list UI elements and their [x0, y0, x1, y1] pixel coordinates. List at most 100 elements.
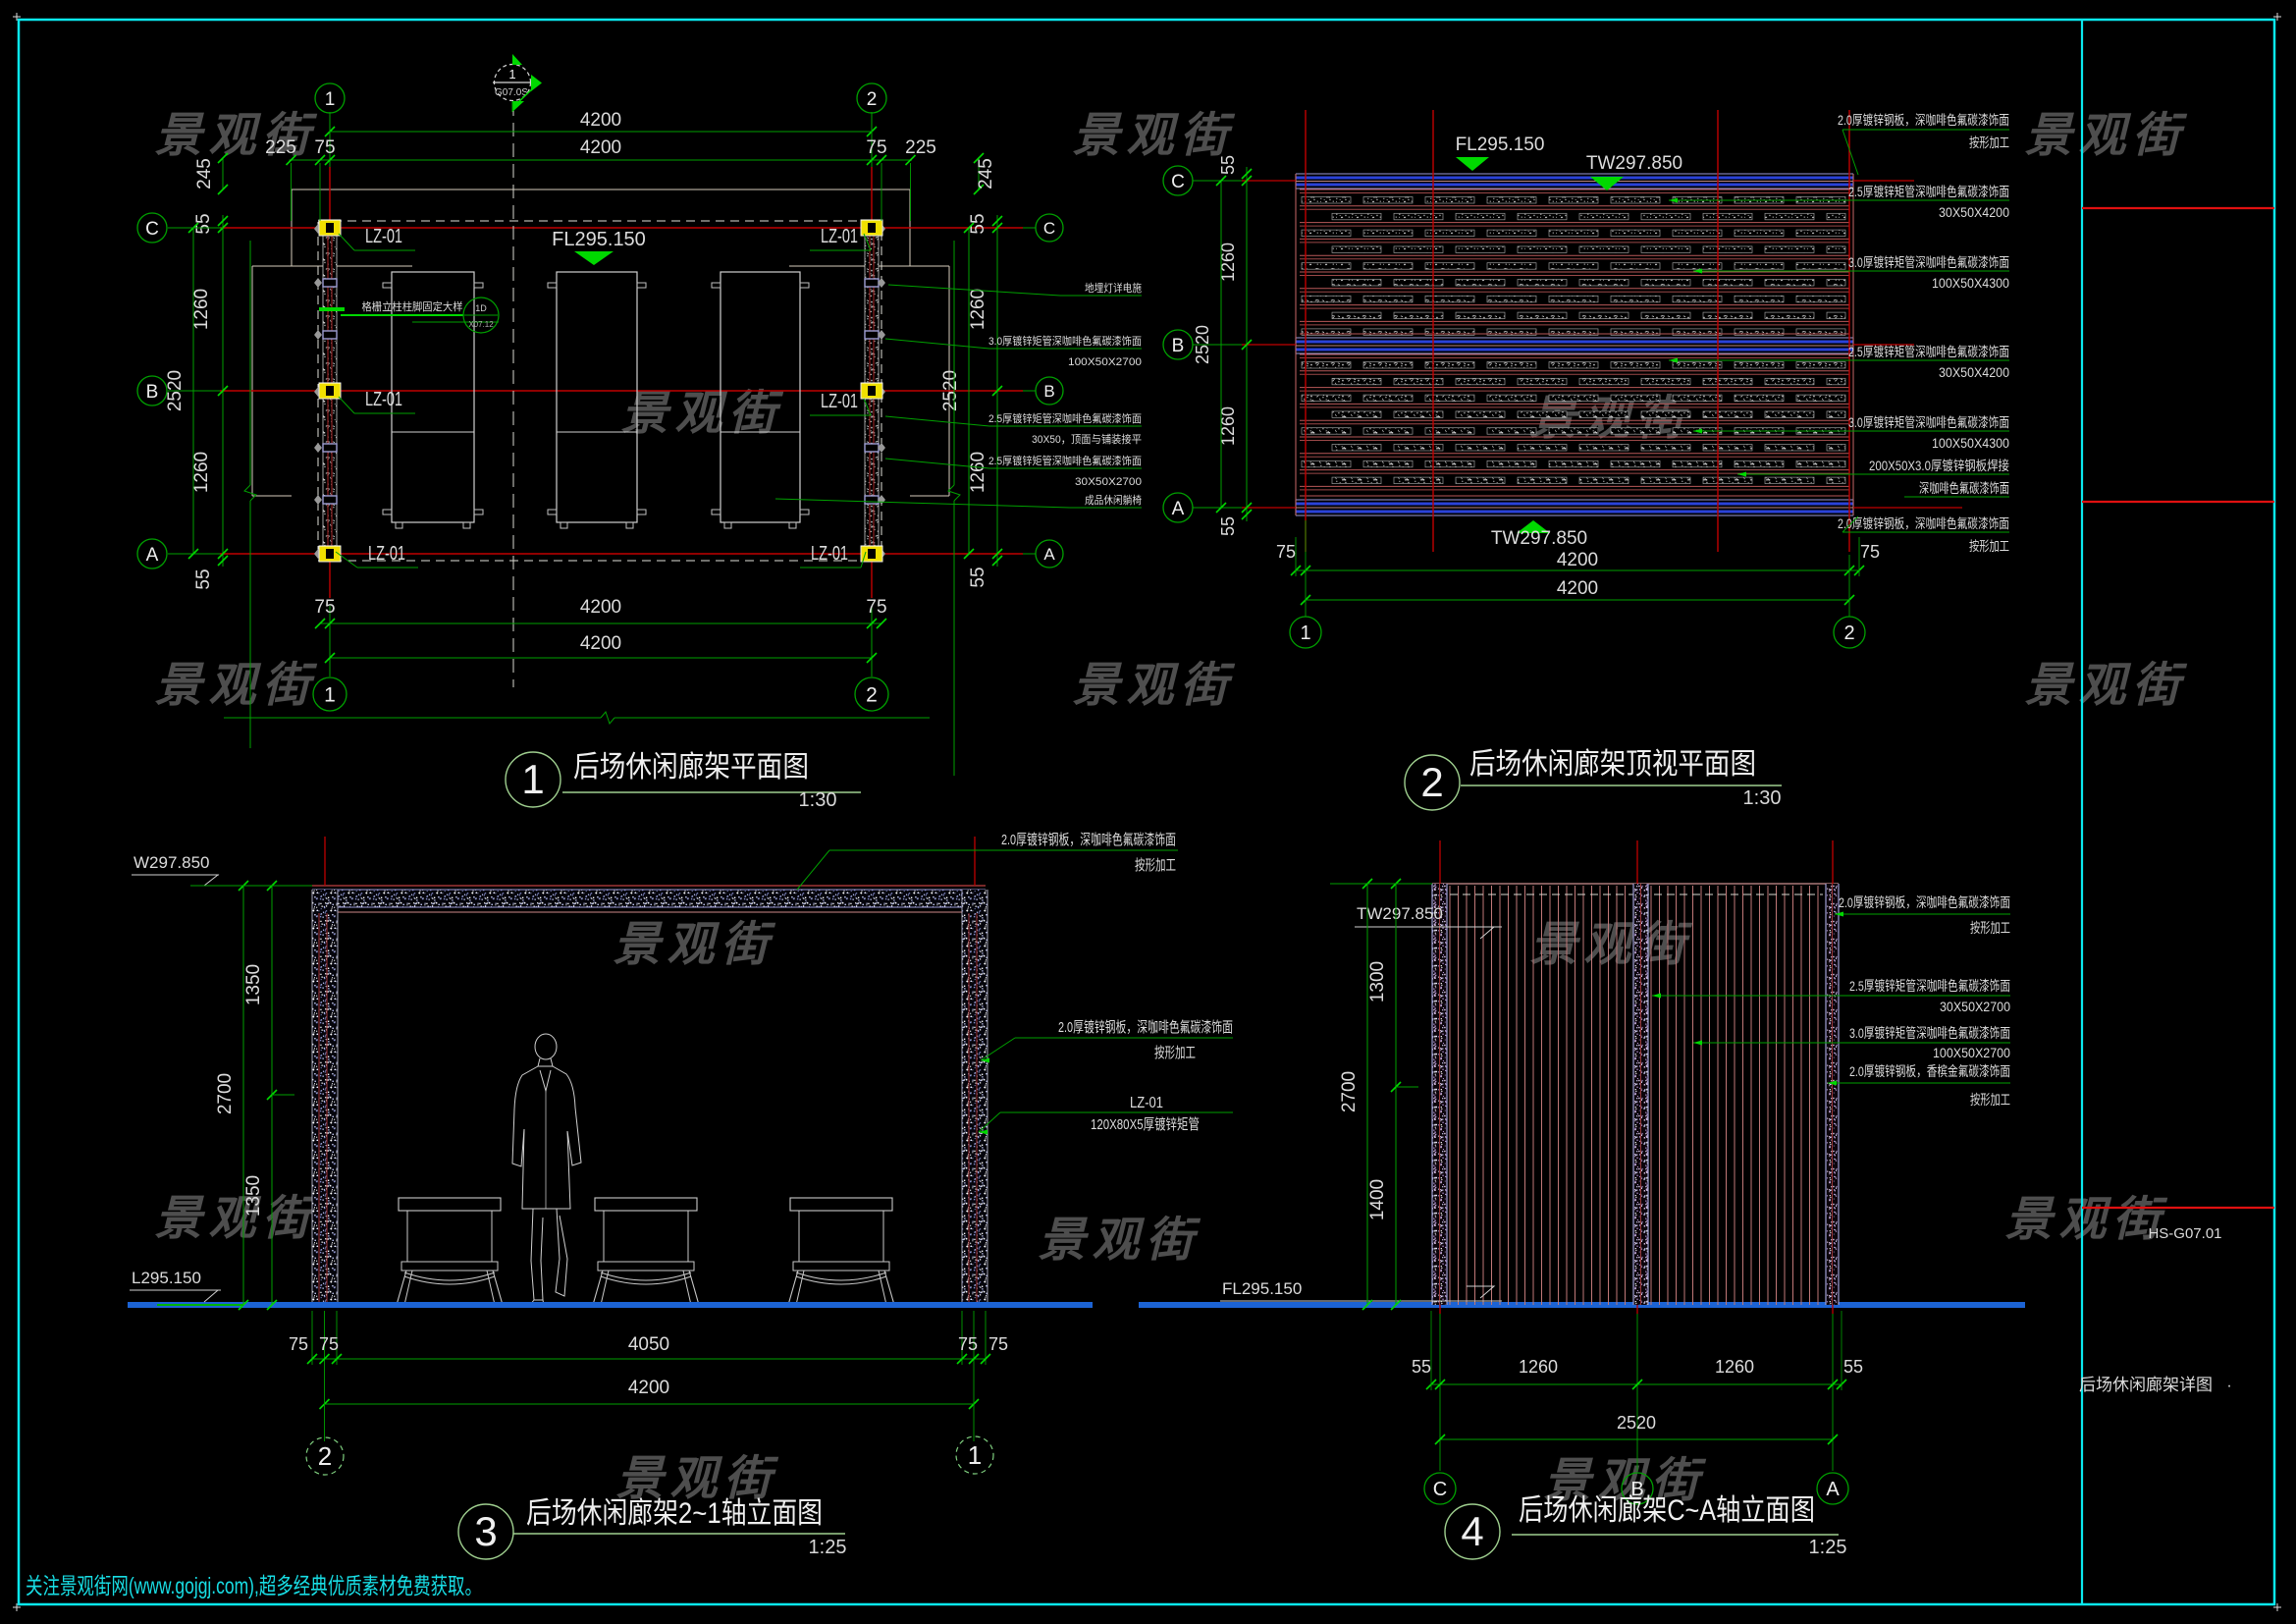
- svg-text:FL295.150: FL295.150: [552, 229, 646, 250]
- svg-text:景观街: 景观街: [154, 110, 317, 162]
- svg-text:75: 75: [1276, 542, 1296, 562]
- svg-text:A: A: [1172, 499, 1185, 519]
- svg-text:4200: 4200: [1557, 550, 1598, 570]
- svg-text:75: 75: [866, 597, 886, 618]
- svg-text:2.5厚镀锌矩管深咖啡色氟碳漆饰面: 2.5厚镀锌矩管深咖啡色氟碳漆饰面: [1848, 344, 2009, 359]
- svg-text:按形加工: 按形加工: [1970, 1092, 2010, 1108]
- svg-text:1260: 1260: [968, 289, 988, 330]
- svg-text:深咖啡色氟碳漆饰面: 深咖啡色氟碳漆饰面: [1919, 480, 2009, 496]
- svg-text:30X50X2700: 30X50X2700: [1940, 999, 2010, 1014]
- svg-text:1260: 1260: [1218, 406, 1238, 446]
- svg-text:1260: 1260: [968, 452, 988, 493]
- svg-text:1: 1: [521, 756, 544, 802]
- svg-text:55: 55: [1412, 1357, 1431, 1377]
- svg-text:225: 225: [905, 137, 936, 158]
- svg-text:30X50X4200: 30X50X4200: [1939, 365, 2009, 380]
- svg-text:30X50X4200: 30X50X4200: [1939, 205, 2009, 220]
- svg-text:景观街: 景观街: [1543, 1455, 1706, 1507]
- svg-text:TW297.850: TW297.850: [1357, 904, 1443, 923]
- svg-text:1350: 1350: [243, 1175, 264, 1217]
- svg-text:格栅立柱柱脚固定大样: 格栅立柱柱脚固定大样: [362, 299, 463, 313]
- svg-text:后场休闲廊架平面图: 后场休闲廊架平面图: [573, 751, 809, 784]
- svg-text:2.5厚镀锌矩管深咖啡色氟碳漆饰面: 2.5厚镀锌矩管深咖啡色氟碳漆饰面: [1849, 978, 2010, 994]
- svg-text:LZ-01: LZ-01: [821, 391, 858, 412]
- svg-text:TW297.850: TW297.850: [1491, 528, 1587, 549]
- svg-text:后场休闲廊架C~A轴立面图: 后场休闲廊架C~A轴立面图: [1519, 1494, 1815, 1527]
- svg-text:2700: 2700: [1339, 1071, 1360, 1112]
- svg-text:100X50X4300: 100X50X4300: [1932, 276, 2009, 291]
- svg-text:1260: 1260: [1519, 1357, 1558, 1377]
- svg-text:4200: 4200: [580, 137, 621, 158]
- svg-text:景观街: 景观街: [1072, 660, 1235, 712]
- svg-text:2520: 2520: [1193, 325, 1212, 364]
- svg-text:75: 75: [314, 137, 335, 158]
- svg-text:2.0厚镀锌钢板，深咖啡色氟碳漆饰面: 2.0厚镀锌钢板，深咖啡色氟碳漆饰面: [1058, 1018, 1233, 1036]
- svg-text:C: C: [1043, 219, 1055, 238]
- svg-text:景观街: 景观街: [615, 1453, 778, 1505]
- svg-text:1:25: 1:25: [1809, 1537, 1847, 1558]
- svg-text:225: 225: [265, 137, 296, 158]
- svg-text:按形加工: 按形加工: [1969, 135, 2009, 150]
- svg-text:75: 75: [1860, 542, 1880, 562]
- svg-text:100X50X2700: 100X50X2700: [1933, 1045, 2010, 1060]
- svg-text:后场休闲廊架2~1轴立面图: 后场休闲廊架2~1轴立面图: [526, 1497, 823, 1530]
- svg-text:2.0厚镀锌钢板，深咖啡色氟碳漆饰面: 2.0厚镀锌钢板，深咖啡色氟碳漆饰面: [1838, 112, 2009, 128]
- svg-text:后场休闲廊架详图: 后场休闲廊架详图: [2079, 1376, 2213, 1394]
- svg-text:2: 2: [1420, 759, 1443, 805]
- svg-text:1260: 1260: [191, 452, 212, 493]
- svg-text:3.0厚镀锌矩管深咖啡色氟碳漆饰面: 3.0厚镀锌矩管深咖啡色氟碳漆饰面: [1848, 254, 2009, 270]
- svg-text:55: 55: [193, 213, 214, 234]
- svg-text:3: 3: [474, 1508, 497, 1554]
- svg-text:B: B: [146, 382, 159, 403]
- svg-text:景观街: 景观街: [1529, 919, 1692, 971]
- svg-text:1260: 1260: [1218, 243, 1238, 282]
- svg-text:1: 1: [325, 89, 336, 110]
- svg-text:2: 2: [866, 684, 878, 707]
- svg-text:3.0厚镀锌矩管深咖啡色氟碳漆饰面: 3.0厚镀锌矩管深咖啡色氟碳漆饰面: [988, 334, 1142, 348]
- svg-text:按形加工: 按形加工: [1970, 920, 2010, 936]
- svg-text:75: 75: [958, 1334, 978, 1354]
- svg-text:LZ-01: LZ-01: [365, 389, 402, 410]
- svg-text:TW297.850: TW297.850: [1586, 153, 1682, 174]
- svg-text:1350: 1350: [243, 964, 264, 1005]
- svg-text:2.5厚镀锌矩管深咖啡色氟碳漆饰面: 2.5厚镀锌矩管深咖啡色氟碳漆饰面: [988, 454, 1142, 467]
- svg-text:75: 75: [289, 1334, 308, 1354]
- svg-text:1260: 1260: [1715, 1357, 1754, 1377]
- svg-text:成品休闲躺椅: 成品休闲躺椅: [1085, 493, 1142, 507]
- svg-text:关注景观街网(www.gojgj.com),超多经典优质素材: 关注景观街网(www.gojgj.com),超多经典优质素材免费获取。: [26, 1573, 482, 1598]
- svg-text:LZ-01: LZ-01: [811, 543, 848, 565]
- svg-text:2: 2: [1843, 623, 1854, 644]
- svg-text:2520: 2520: [165, 370, 186, 411]
- svg-text:55: 55: [1218, 155, 1238, 175]
- svg-text:FL295.150: FL295.150: [1456, 135, 1545, 155]
- svg-text:2.0厚镀锌钢板，香槟金氟碳漆饰面: 2.0厚镀锌钢板，香槟金氟碳漆饰面: [1849, 1063, 2010, 1079]
- svg-text:C: C: [145, 219, 159, 240]
- svg-text:2700: 2700: [215, 1073, 236, 1114]
- svg-text:55: 55: [968, 213, 988, 234]
- svg-text:LZ-01: LZ-01: [1130, 1095, 1163, 1111]
- svg-text:景观街: 景观街: [154, 1193, 317, 1245]
- svg-text:景观街: 景观街: [2004, 1194, 2167, 1246]
- svg-text:B: B: [1630, 1479, 1643, 1500]
- svg-text:3.0厚镀锌矩管深咖啡色氟碳漆饰面: 3.0厚镀锌矩管深咖啡色氟碳漆饰面: [1848, 414, 2009, 430]
- svg-text:景观街: 景观街: [1072, 110, 1235, 162]
- svg-text:1: 1: [324, 684, 336, 707]
- svg-text:75: 75: [988, 1334, 1008, 1354]
- svg-text:1260: 1260: [191, 289, 212, 330]
- svg-text:245: 245: [976, 158, 996, 189]
- svg-text:2: 2: [318, 1441, 332, 1471]
- svg-text:X07.12: X07.12: [468, 320, 494, 329]
- svg-text:55: 55: [1843, 1357, 1863, 1377]
- svg-text:G07.0S: G07.0S: [495, 87, 528, 98]
- svg-text:1400: 1400: [1367, 1179, 1388, 1220]
- svg-text:景观街: 景观街: [2024, 660, 2187, 712]
- svg-text:2.0厚镀锌钢板，深咖啡色氟碳漆饰面: 2.0厚镀锌钢板，深咖啡色氟碳漆饰面: [1839, 894, 2010, 910]
- svg-text:HS-G07.01: HS-G07.01: [2148, 1225, 2221, 1242]
- svg-text:2.0厚镀锌钢板，深咖啡色氟碳漆饰面: 2.0厚镀锌钢板，深咖啡色氟碳漆饰面: [1001, 831, 1176, 848]
- svg-text:1:25: 1:25: [809, 1537, 847, 1558]
- svg-text:1D: 1D: [475, 303, 487, 313]
- svg-text:4: 4: [1461, 1508, 1483, 1554]
- svg-text:120X80X5厚镀锌矩管: 120X80X5厚镀锌矩管: [1091, 1116, 1200, 1133]
- svg-text:4200: 4200: [580, 110, 621, 131]
- svg-text:2.0厚镀锌钢板，深咖啡色氟碳漆饰面: 2.0厚镀锌钢板，深咖啡色氟碳漆饰面: [1838, 515, 2009, 531]
